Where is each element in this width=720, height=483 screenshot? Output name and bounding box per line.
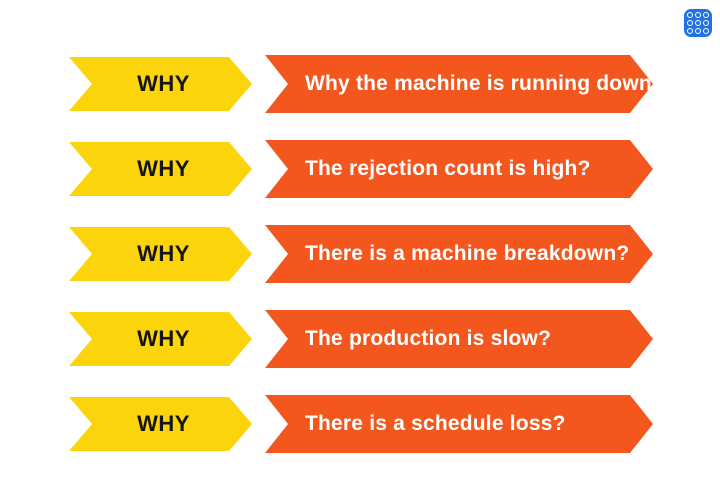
dot-icon <box>703 28 709 34</box>
why-row-1: WHY Why the machine is running down? <box>69 55 653 113</box>
why-arrow: WHY <box>69 397 252 451</box>
why-label: WHY <box>137 156 190 181</box>
dot-icon <box>687 12 693 18</box>
question-arrow: The rejection count is high? <box>265 140 653 198</box>
why-label: WHY <box>137 411 190 436</box>
question-arrow: There is a machine breakdown? <box>265 225 653 283</box>
why-arrow: WHY <box>69 312 252 366</box>
why-row-5: WHY There is a schedule loss? <box>69 395 653 453</box>
question-label: The rejection count is high? <box>305 157 591 180</box>
dot-icon <box>687 28 693 34</box>
dot-icon <box>703 20 709 26</box>
why-row-4: WHY The production is slow? <box>69 310 653 368</box>
question-label: There is a machine breakdown? <box>305 242 630 265</box>
why-label: WHY <box>137 326 190 351</box>
why-label: WHY <box>137 71 190 96</box>
question-label: There is a schedule loss? <box>305 412 566 435</box>
dot-icon <box>687 20 693 26</box>
why-arrow: WHY <box>69 142 252 196</box>
question-arrow: Why the machine is running down? <box>265 55 653 113</box>
why-row-2: WHY The rejection count is high? <box>69 140 653 198</box>
why-arrow: WHY <box>69 57 252 111</box>
why-row-3: WHY There is a machine breakdown? <box>69 225 653 283</box>
why-label: WHY <box>137 241 190 266</box>
question-label: Why the machine is running down? <box>305 72 665 95</box>
question-arrow: The production is slow? <box>265 310 653 368</box>
five-whys-diagram: WHY Why the machine is running down? WHY… <box>69 55 653 480</box>
dot-icon <box>695 12 701 18</box>
dot-icon <box>703 12 709 18</box>
why-arrow: WHY <box>69 227 252 281</box>
grid-dots-logo-icon[interactable] <box>684 9 712 37</box>
question-arrow: There is a schedule loss? <box>265 395 653 453</box>
dot-icon <box>695 20 701 26</box>
dot-icon <box>695 28 701 34</box>
question-label: The production is slow? <box>305 327 552 350</box>
